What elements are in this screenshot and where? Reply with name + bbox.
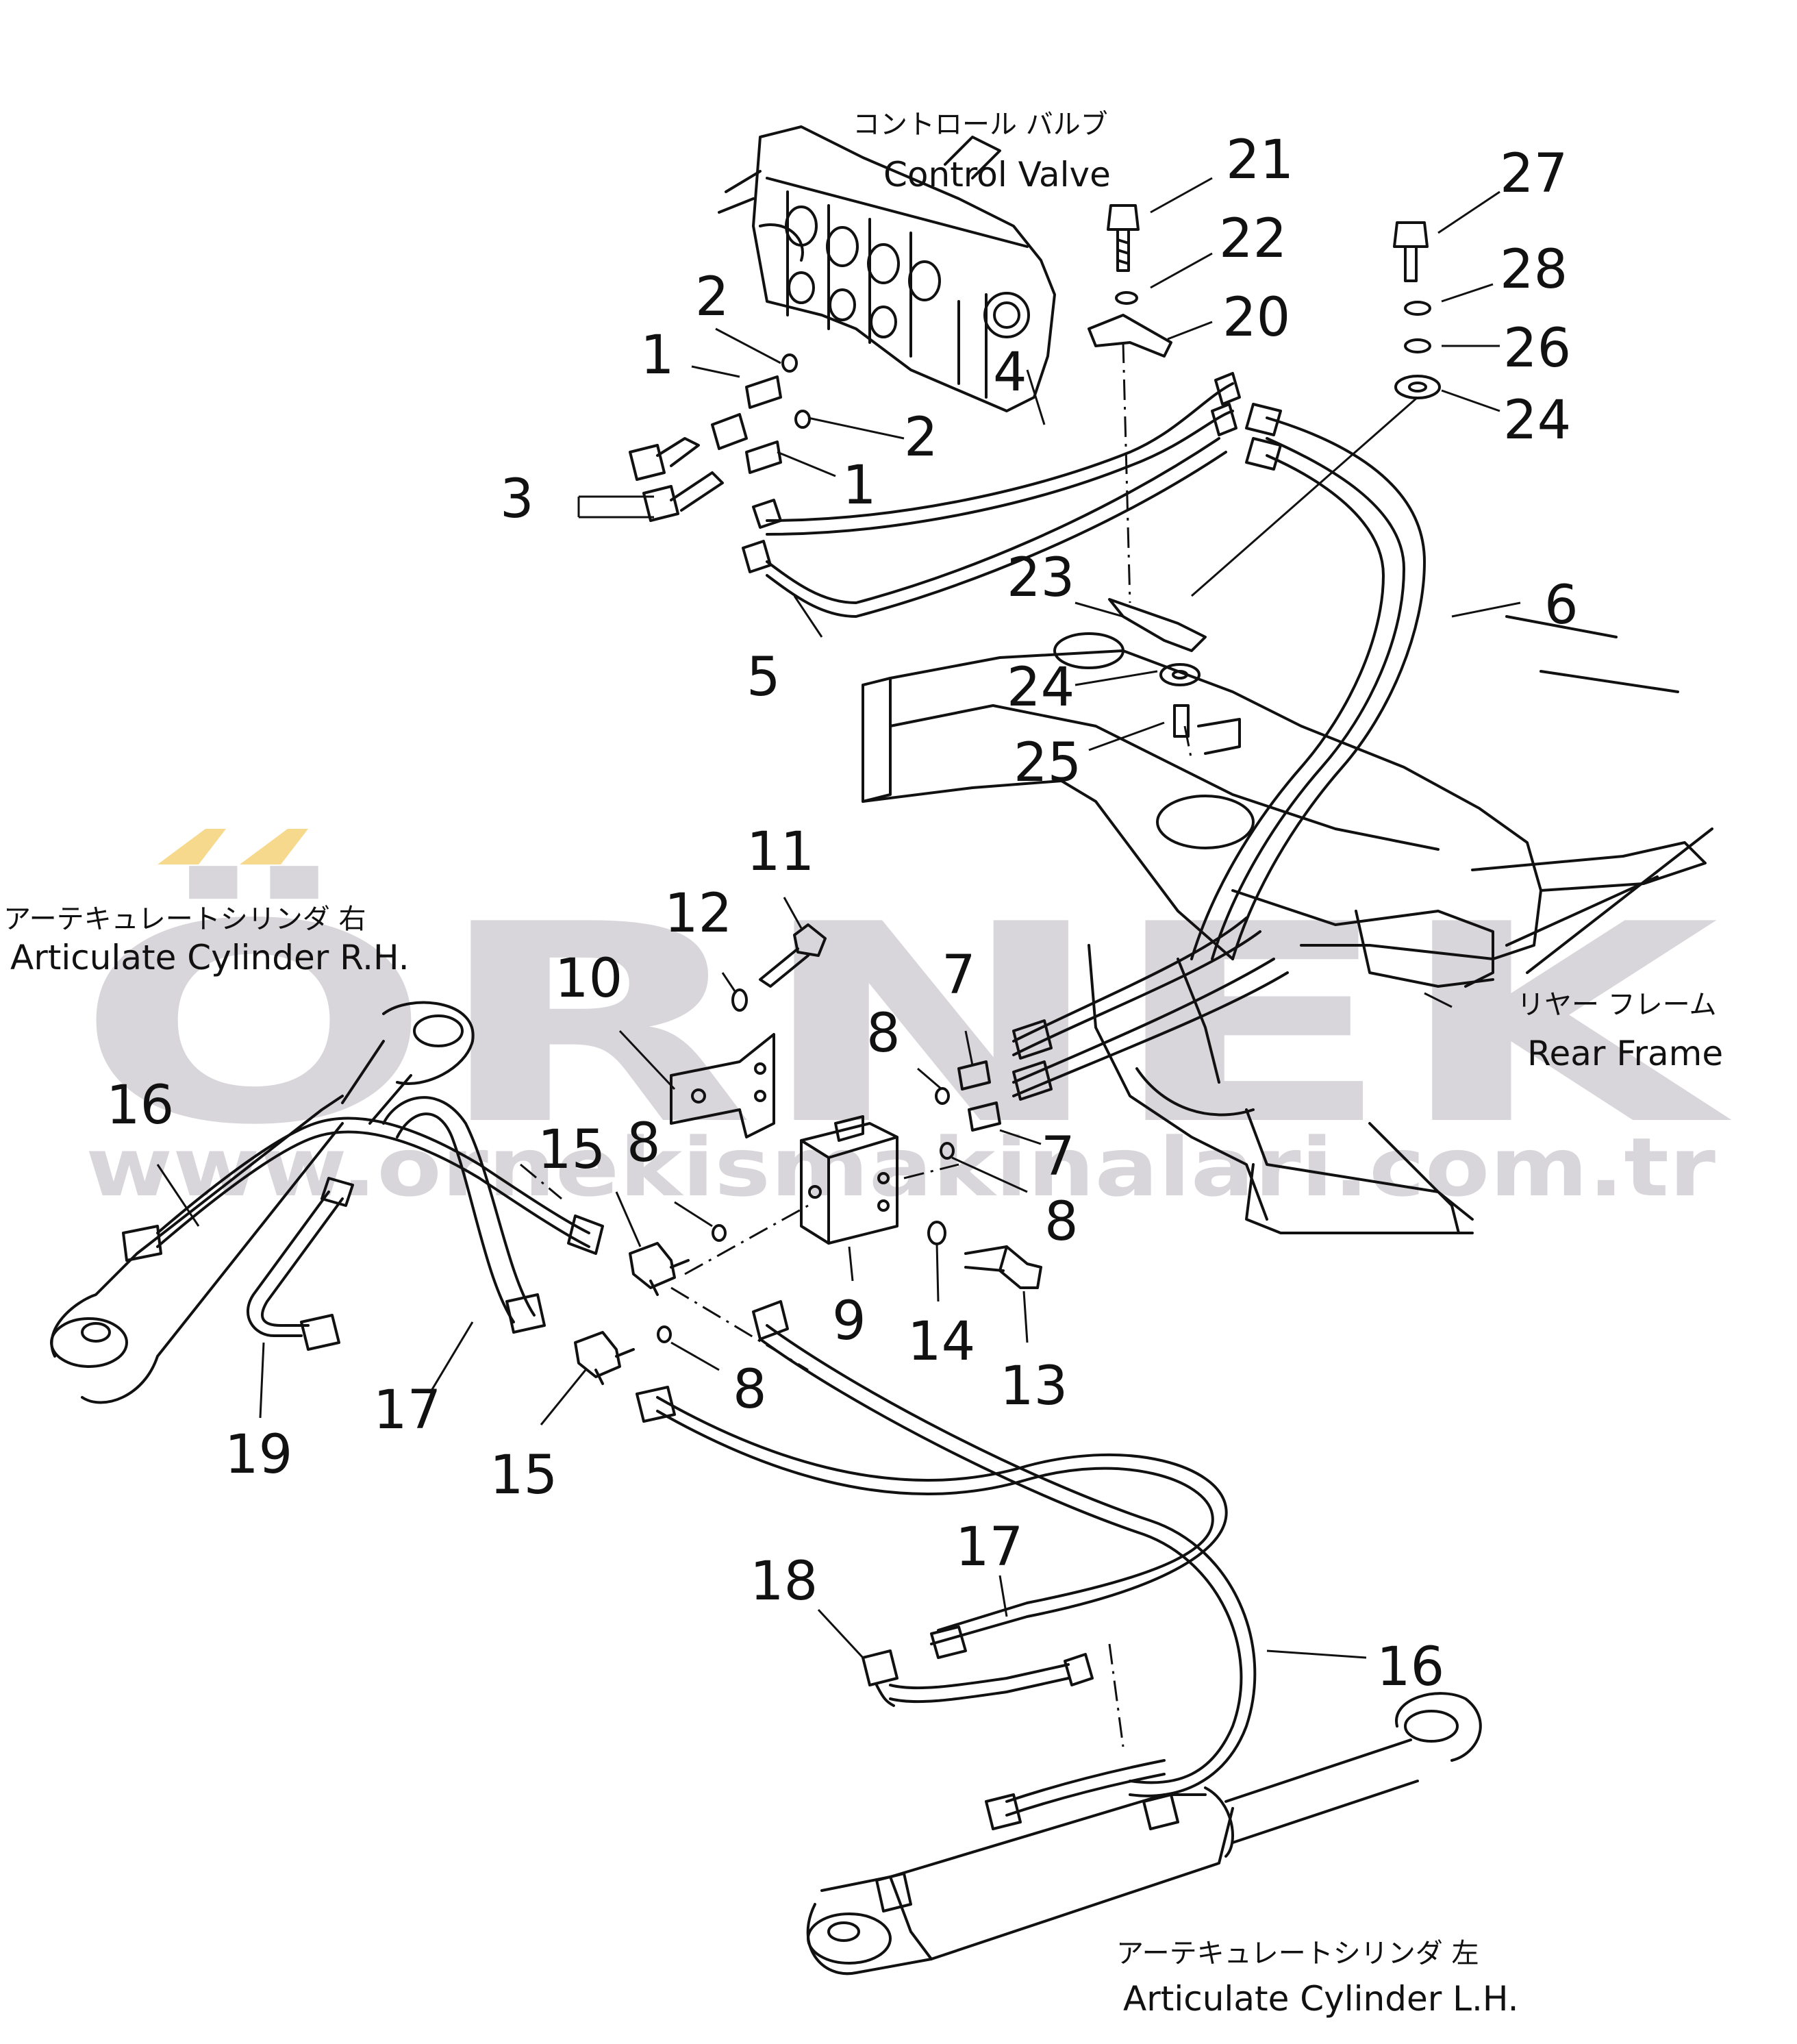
callout-1-mid: 1 [842,455,877,516]
rear-frame-label: Rear Frame [1527,1034,1723,1073]
control-valve-icon [718,125,1056,412]
tube-5 [766,437,1227,618]
tee-fitting-icon [629,1242,690,1296]
control-valve-label: Control Valve [883,155,1111,195]
washer-icon [1115,291,1138,305]
callout-16-left: 16 [106,1075,174,1136]
tube-19 [246,1177,354,1351]
o-ring [781,353,798,373]
callout-26: 26 [1503,318,1571,379]
hose-icon [382,1096,546,1334]
callout-17-bottom: 17 [955,1517,1023,1578]
cylinder-lh-label: Articulate Cylinder L.H. [1123,1979,1519,2019]
pin-25 [1173,704,1190,738]
callout-21: 21 [1226,129,1294,191]
control-valve-jp-label: コントロール バルブ [853,109,1108,140]
hose-icon [985,1759,1166,1830]
washer-icon [1404,338,1431,353]
callout-2-top: 2 [695,266,729,328]
rear-frame-icon [862,615,1713,1234]
callout-24-mid: 24 [1007,657,1075,719]
callout-20: 20 [1222,287,1290,349]
callout-2-mid: 2 [904,407,938,469]
o-ring [940,1142,955,1160]
watermark-accent-left [158,829,226,864]
callout-27: 27 [1500,143,1568,205]
o-ring [712,1224,727,1242]
tube-4 [766,382,1234,536]
o-ring [657,1325,672,1343]
bolt-icon [759,923,827,988]
callout-22: 22 [1219,208,1287,270]
center-lines [520,342,1193,1747]
adapter-7 [957,1060,1001,1132]
callout-15-top: 15 [538,1119,605,1181]
callout-14: 14 [907,1311,975,1373]
o-ring [935,1087,950,1105]
callout-9: 9 [832,1291,866,1352]
bolt-icon [964,1245,1042,1289]
cylinder-lh-jp-label: アーテキュレートシリンダ 左 [1116,1938,1479,1969]
hose-end [742,499,782,573]
callout-12: 12 [664,883,732,945]
callout-17-left: 17 [373,1380,441,1441]
articulate-cylinder-icon [50,1001,475,1404]
leader-lines [156,177,1521,1659]
tube-18 [862,1649,1094,1707]
bolt-icon [1393,221,1429,282]
callout-24-top: 24 [1503,390,1571,451]
clamp-20 [1088,314,1172,358]
callout-16-right: 16 [1377,1636,1444,1698]
callout-28: 28 [1500,239,1568,301]
washer-icon [1394,375,1441,399]
callout-23: 23 [1007,547,1075,609]
articulate-cylinder-icon [806,1692,1482,1976]
watermark: ÖRNEK www.ornekismakinalari.com.tr [75,829,1735,1214]
callout-1-top: 1 [640,325,675,386]
bolt-icon [1107,204,1140,272]
washer-icon [1159,663,1201,686]
callout-5: 5 [746,647,781,708]
washer-icon [1404,301,1431,316]
hose-icon [1190,403,1426,960]
bracket-23 [1108,598,1207,652]
rear-frame-jp-label: リヤー フレーム [1517,989,1717,1021]
hose-icon [1012,917,1289,1101]
hose-icon [156,1117,604,1255]
callout-19: 19 [225,1424,292,1486]
valve-block-9 [800,1115,898,1245]
callout-13: 13 [1000,1356,1068,1417]
callout-15-bottom: 15 [490,1445,557,1506]
elbow-fitting-icon [629,413,748,522]
captions: コントロール バルブ Control Valve リヤー フレーム Rear F… [3,109,1723,2019]
callout-10: 10 [555,948,623,1010]
callout-4: 4 [993,342,1027,403]
callout-8-a: 8 [866,1003,901,1064]
callout-8-b: 8 [1044,1191,1079,1253]
hose-icon [636,1386,1228,1659]
callout-6: 6 [1544,575,1579,636]
callout-8-d: 8 [733,1359,767,1421]
washer-icon [731,988,748,1012]
watermark-accent-right [240,829,308,864]
bracket-10 [670,1033,775,1138]
callout-3: 3 [500,469,534,530]
callout-7-top: 7 [942,945,976,1006]
callout-7-mid: 7 [1041,1126,1075,1188]
cylinder-rh-label: Articulate Cylinder R.H. [10,938,410,977]
cylinder-rh-jp-label: アーテキュレートシリンダ 右 [3,903,366,935]
callout-11: 11 [746,821,814,883]
nipple-1 [745,375,782,474]
tee-fitting-icon [574,1331,635,1385]
callout-numbers: 21 22 20 27 28 26 24 2 1 4 2 1 3 5 6 23 … [106,129,1579,1698]
washer-icon [927,1221,946,1245]
callout-25: 25 [1014,732,1081,794]
callout-8-c: 8 [627,1112,661,1174]
o-ring [794,410,811,429]
callout-18: 18 [750,1551,818,1612]
